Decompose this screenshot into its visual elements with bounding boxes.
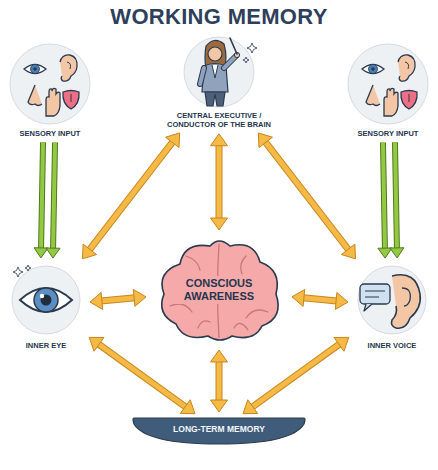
- double-arrow: [90, 289, 146, 309]
- node-caption: INNER VOICE: [352, 341, 432, 350]
- arrow-head: [34, 248, 48, 258]
- arrow-shaft: [383, 142, 385, 249]
- sensory-arrow-pair: [378, 142, 404, 258]
- arrow-head: [378, 248, 392, 258]
- arrow-shaft-outline: [395, 142, 397, 249]
- arrow-shaft: [217, 145, 222, 219]
- diagram-title: WORKING MEMORY: [0, 4, 438, 30]
- arrow-shaft: [89, 142, 173, 250]
- eye-illustration: [6, 262, 86, 338]
- arrow-shaft-outline: [101, 298, 135, 301]
- arrow-head: [180, 400, 195, 414]
- arrow-shaft: [101, 298, 135, 301]
- arrow-head: [334, 337, 349, 351]
- arrow-head: [335, 292, 348, 309]
- arrow-shaft: [395, 142, 397, 249]
- arrow-shaft-outline: [41, 142, 43, 249]
- arrow-shaft: [98, 344, 186, 407]
- inner-eye-circle: INNER EYE: [6, 262, 86, 350]
- double-arrow: [211, 350, 228, 412]
- sense-illustration: [346, 42, 430, 126]
- arrow-head: [243, 400, 258, 414]
- node-caption: INNER EYE: [6, 341, 86, 350]
- shape-label: LONG-TERM MEMORY: [173, 424, 265, 434]
- arrow-head: [89, 337, 104, 351]
- central-executive-figure: CENTRAL EXECUTIVE / CONDUCTOR OF THE BRA…: [154, 34, 284, 130]
- shape-label: CONSCIOUS AWARENESS: [170, 276, 268, 303]
- arrow-head: [258, 133, 272, 148]
- arrow-shaft-outline: [216, 361, 223, 401]
- arrow-head: [211, 350, 228, 362]
- brain-shape: CONSCIOUS AWARENESS: [150, 234, 288, 346]
- sensory-input-circle: SENSORY INPUT: [8, 42, 92, 138]
- arrow-shaft-outline: [303, 298, 337, 301]
- arrow-head: [292, 289, 305, 306]
- double-arrow: [243, 337, 349, 413]
- double-arrow: [211, 134, 228, 230]
- arrow-shaft: [53, 142, 55, 249]
- arrow-head: [46, 248, 60, 258]
- inner-voice-circle: INNER VOICE: [352, 262, 432, 350]
- double-arrow: [89, 337, 195, 413]
- arrow-head: [390, 248, 404, 258]
- arrow-head: [90, 292, 103, 309]
- sense-illustration: [8, 42, 92, 126]
- node-caption: SENSORY INPUT: [346, 129, 430, 138]
- arrow-head: [211, 134, 228, 146]
- arrow-shaft-outline: [252, 344, 340, 407]
- arrow-shaft-outline: [216, 145, 223, 219]
- conductor-illustration: [154, 34, 284, 108]
- arrow-head: [166, 133, 180, 148]
- arrow-shaft: [252, 344, 340, 407]
- arrow-head: [211, 218, 228, 230]
- arrow-shaft: [303, 298, 337, 301]
- arrow-head: [133, 289, 146, 306]
- arrow-shaft-outline: [89, 142, 173, 250]
- arrow-shaft-outline: [53, 142, 55, 249]
- sensory-input-circle: SENSORY INPUT: [346, 42, 430, 138]
- arrow-shaft-outline: [383, 142, 385, 249]
- sensory-arrow-pair: [34, 142, 60, 258]
- arrow-head: [341, 244, 355, 259]
- arrow-shaft: [41, 142, 43, 249]
- double-arrow: [292, 289, 348, 309]
- arrow-shaft: [265, 142, 349, 250]
- double-arrow: [83, 133, 180, 259]
- voice-illustration: [352, 262, 432, 338]
- arrow-shaft: [217, 361, 222, 401]
- long-term-memory-band: LONG-TERM MEMORY: [132, 416, 306, 446]
- arrow-head: [83, 244, 97, 259]
- double-arrow: [258, 133, 355, 259]
- arrow-shaft-outline: [98, 344, 186, 407]
- arrow-head: [211, 400, 228, 412]
- arrow-shaft-outline: [265, 142, 349, 250]
- node-caption: SENSORY INPUT: [8, 129, 92, 138]
- node-caption: CENTRAL EXECUTIVE / CONDUCTOR OF THE BRA…: [154, 111, 284, 130]
